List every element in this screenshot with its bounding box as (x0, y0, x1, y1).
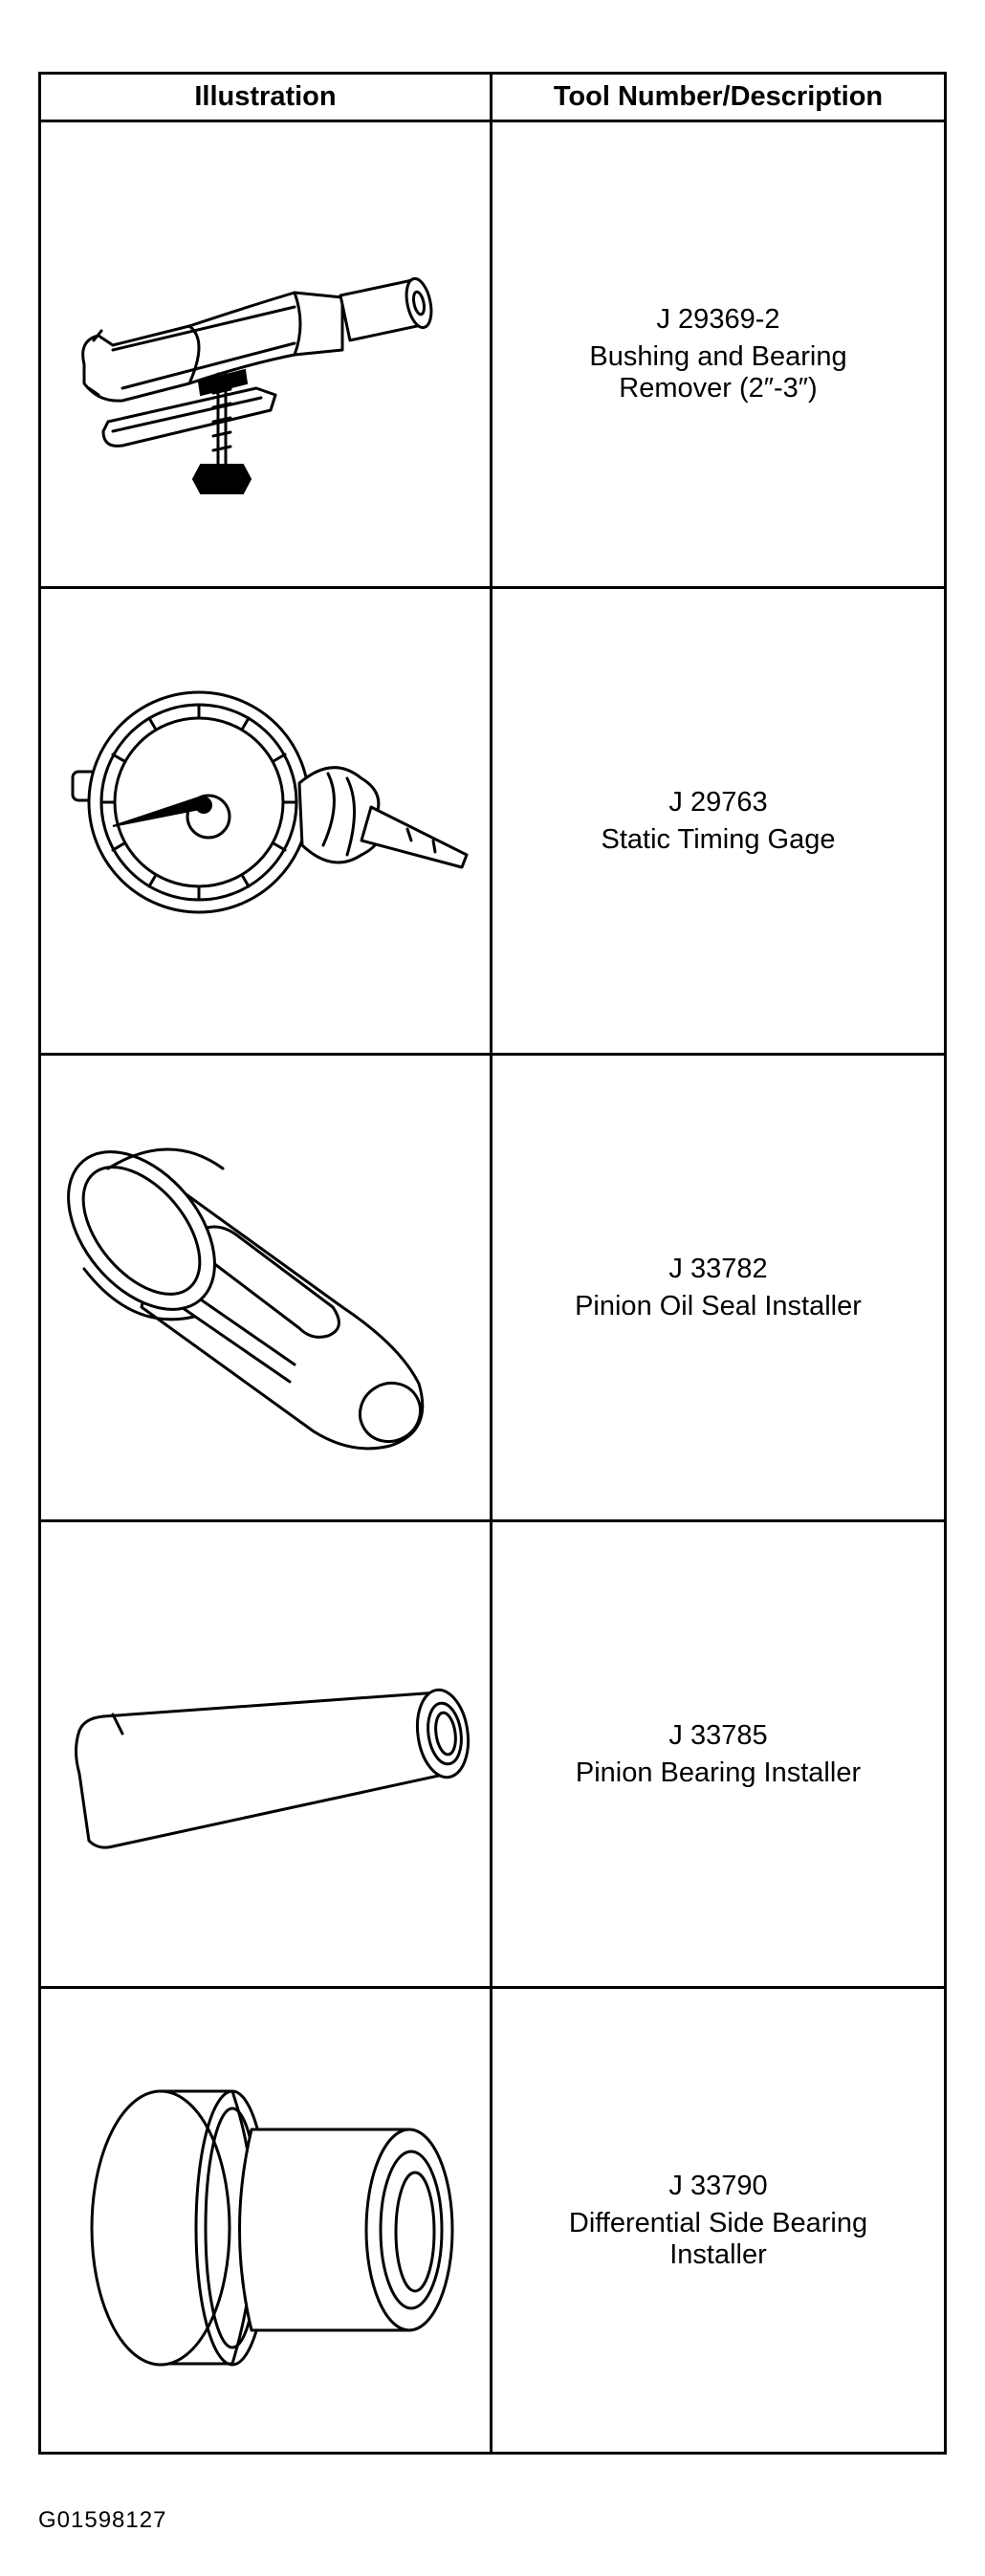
tool-description: Bushing and Bearing Remover (2″-3″) (589, 341, 847, 404)
tool-number: J 33785 (668, 1719, 768, 1751)
table-row: J 29369-2 Bushing and Bearing Remover (2… (41, 122, 944, 589)
tool-table: Illustration Tool Number/Description (38, 72, 947, 2455)
side-bearing-installer-icon (90, 2089, 453, 2367)
tool-description: Static Timing Gage (601, 823, 836, 855)
illustration-column-header: Illustration (41, 75, 492, 120)
bearing-installer-tube-icon (74, 1688, 470, 1849)
illustration-cell (41, 1989, 492, 2452)
timing-gage-icon (71, 690, 468, 913)
tool-description-cell: J 33785 Pinion Bearing Installer (492, 1522, 944, 1986)
tool-description-cell: J 33782 Pinion Oil Seal Installer (492, 1056, 944, 1519)
tool-number: J 29763 (668, 786, 768, 818)
tool-number: J 33790 (668, 2170, 768, 2201)
tool-description-cell: J 29763 Static Timing Gage (492, 589, 944, 1053)
tool-number: J 29369-2 (656, 304, 780, 335)
table-row: J 33790 Differential Side Bearing Instal… (41, 1989, 944, 2452)
tool-description: Pinion Bearing Installer (575, 1757, 862, 1788)
tool-description: Differential Side Bearing Installer (568, 2207, 868, 2270)
tool-description: Pinion Oil Seal Installer (575, 1290, 862, 1321)
seal-installer-icon (66, 1147, 424, 1450)
tool-description-cell: J 29369-2 Bushing and Bearing Remover (2… (492, 122, 944, 586)
bushing-bearing-remover-icon (80, 276, 432, 494)
table-header: Illustration Tool Number/Description (41, 75, 944, 122)
tool-description-cell: J 33790 Differential Side Bearing Instal… (492, 1989, 944, 2452)
table-row: J 33785 Pinion Bearing Installer (41, 1522, 944, 1989)
illustration-cell (41, 1056, 492, 1519)
figure-id: G01598127 (38, 2507, 167, 2533)
illustration-cell (41, 122, 492, 586)
illustration-cell (41, 1522, 492, 1986)
tool-number-column-header: Tool Number/Description (553, 81, 884, 112)
table-row: J 33782 Pinion Oil Seal Installer (41, 1056, 944, 1522)
illustration-cell (41, 589, 492, 1053)
tool-number: J 33782 (668, 1253, 768, 1284)
table-row: J 29763 Static Timing Gage (41, 589, 944, 1056)
